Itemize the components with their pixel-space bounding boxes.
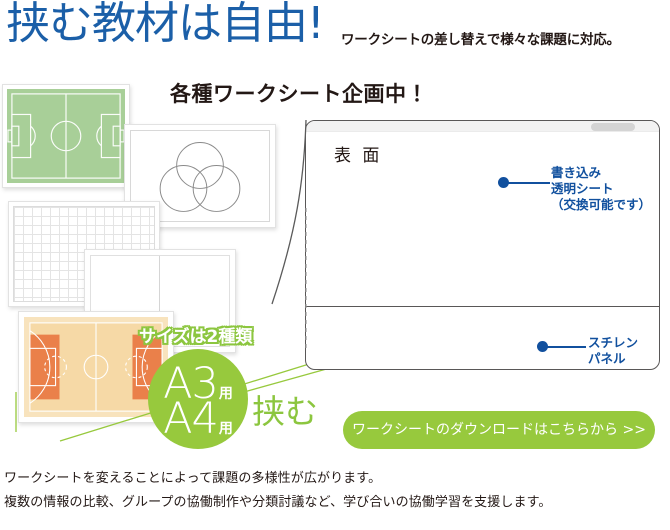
size-option-a4-suffix: 用 bbox=[218, 421, 233, 437]
soccer-field-worksheet bbox=[2, 84, 130, 188]
size-option-a4: A4用 bbox=[148, 398, 248, 441]
callout-line: スチレン bbox=[588, 335, 639, 350]
soccer-field-graphic bbox=[7, 89, 125, 183]
board-face-label: 表 面 bbox=[334, 146, 383, 166]
transparent-sheet-callout-leader bbox=[508, 182, 550, 184]
section-title: 各種ワークシート企画中！ bbox=[170, 82, 428, 106]
worksheet-download-button[interactable]: ワークシートのダウンロードはこちらから >> bbox=[343, 411, 655, 449]
board-panel-divider bbox=[306, 306, 659, 307]
callout-line: （交換可能です） bbox=[551, 197, 652, 212]
tchart-column-left bbox=[91, 256, 160, 346]
styrene-panel-callout: スチレン パネル bbox=[588, 335, 638, 367]
callout-line: パネル bbox=[588, 351, 626, 366]
size-variants-label: サイズは2種類 bbox=[139, 327, 253, 347]
insert-label: 挟む bbox=[252, 392, 318, 431]
transparent-sheet-callout-dot bbox=[498, 177, 509, 188]
styrene-panel-callout-dot bbox=[537, 341, 548, 352]
callout-line: 書き込み bbox=[551, 165, 602, 180]
transparent-sheet-callout: 書き込み 透明シート （交換可能です） bbox=[551, 165, 651, 213]
board-header-strip bbox=[306, 121, 659, 132]
styrene-panel-callout-leader bbox=[547, 346, 586, 348]
page-subtitle: ワークシートの差し替えで様々な課題に対応。 bbox=[341, 32, 620, 48]
board-grip-tab bbox=[591, 123, 635, 131]
footer-line-2: 複数の情報の比較、グループの協働制作や分類討議など、学び合いの協働学習を支援しま… bbox=[4, 495, 552, 510]
footer-line-1: ワークシートを変えることによって課題の多様性が広がります。 bbox=[4, 471, 382, 486]
size-option-a4-value: A4 bbox=[163, 394, 219, 444]
page-title: 挟む教材は自由! bbox=[6, 0, 325, 49]
size-circle-badge: A3用 A4用 bbox=[148, 349, 248, 449]
callout-line: 透明シート bbox=[551, 181, 614, 196]
whiteboard-panel: 表 面 bbox=[305, 120, 660, 370]
